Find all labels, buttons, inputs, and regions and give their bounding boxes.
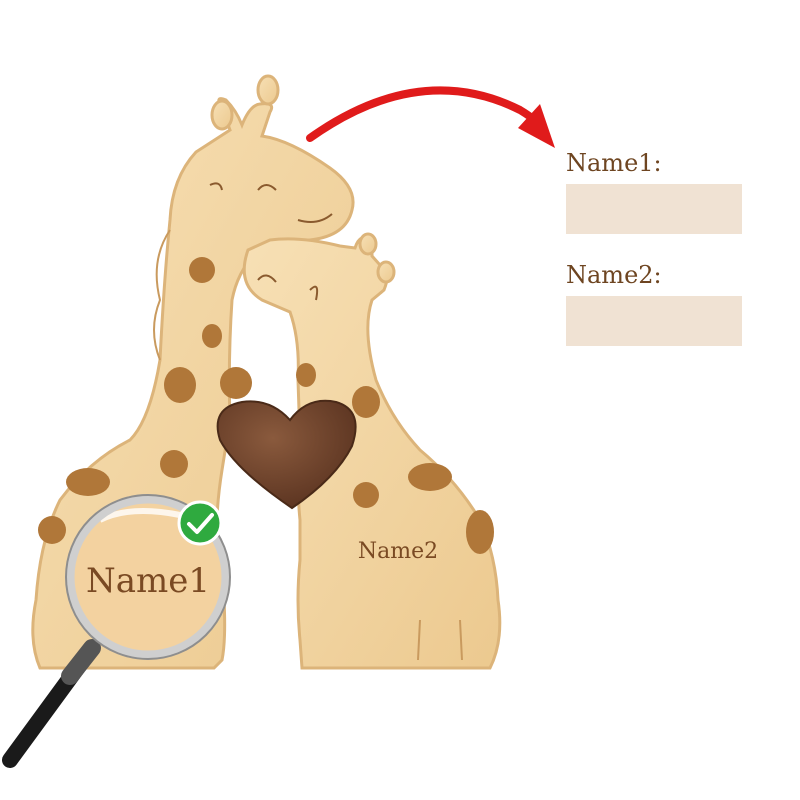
small-giraffe [242,232,502,670]
engraved-name1: Name1 [86,561,210,601]
engraved-name2: Name2 [358,539,438,564]
arrow-icon [306,86,555,148]
check-icon [177,500,223,546]
name1-input[interactable] [566,184,742,234]
name1-label: Name1: [566,149,662,177]
name2-input[interactable] [566,296,742,346]
name-form: Name1: Name2: [566,148,746,372]
name2-label: Name2: [566,261,662,289]
heart-piece [216,399,357,510]
